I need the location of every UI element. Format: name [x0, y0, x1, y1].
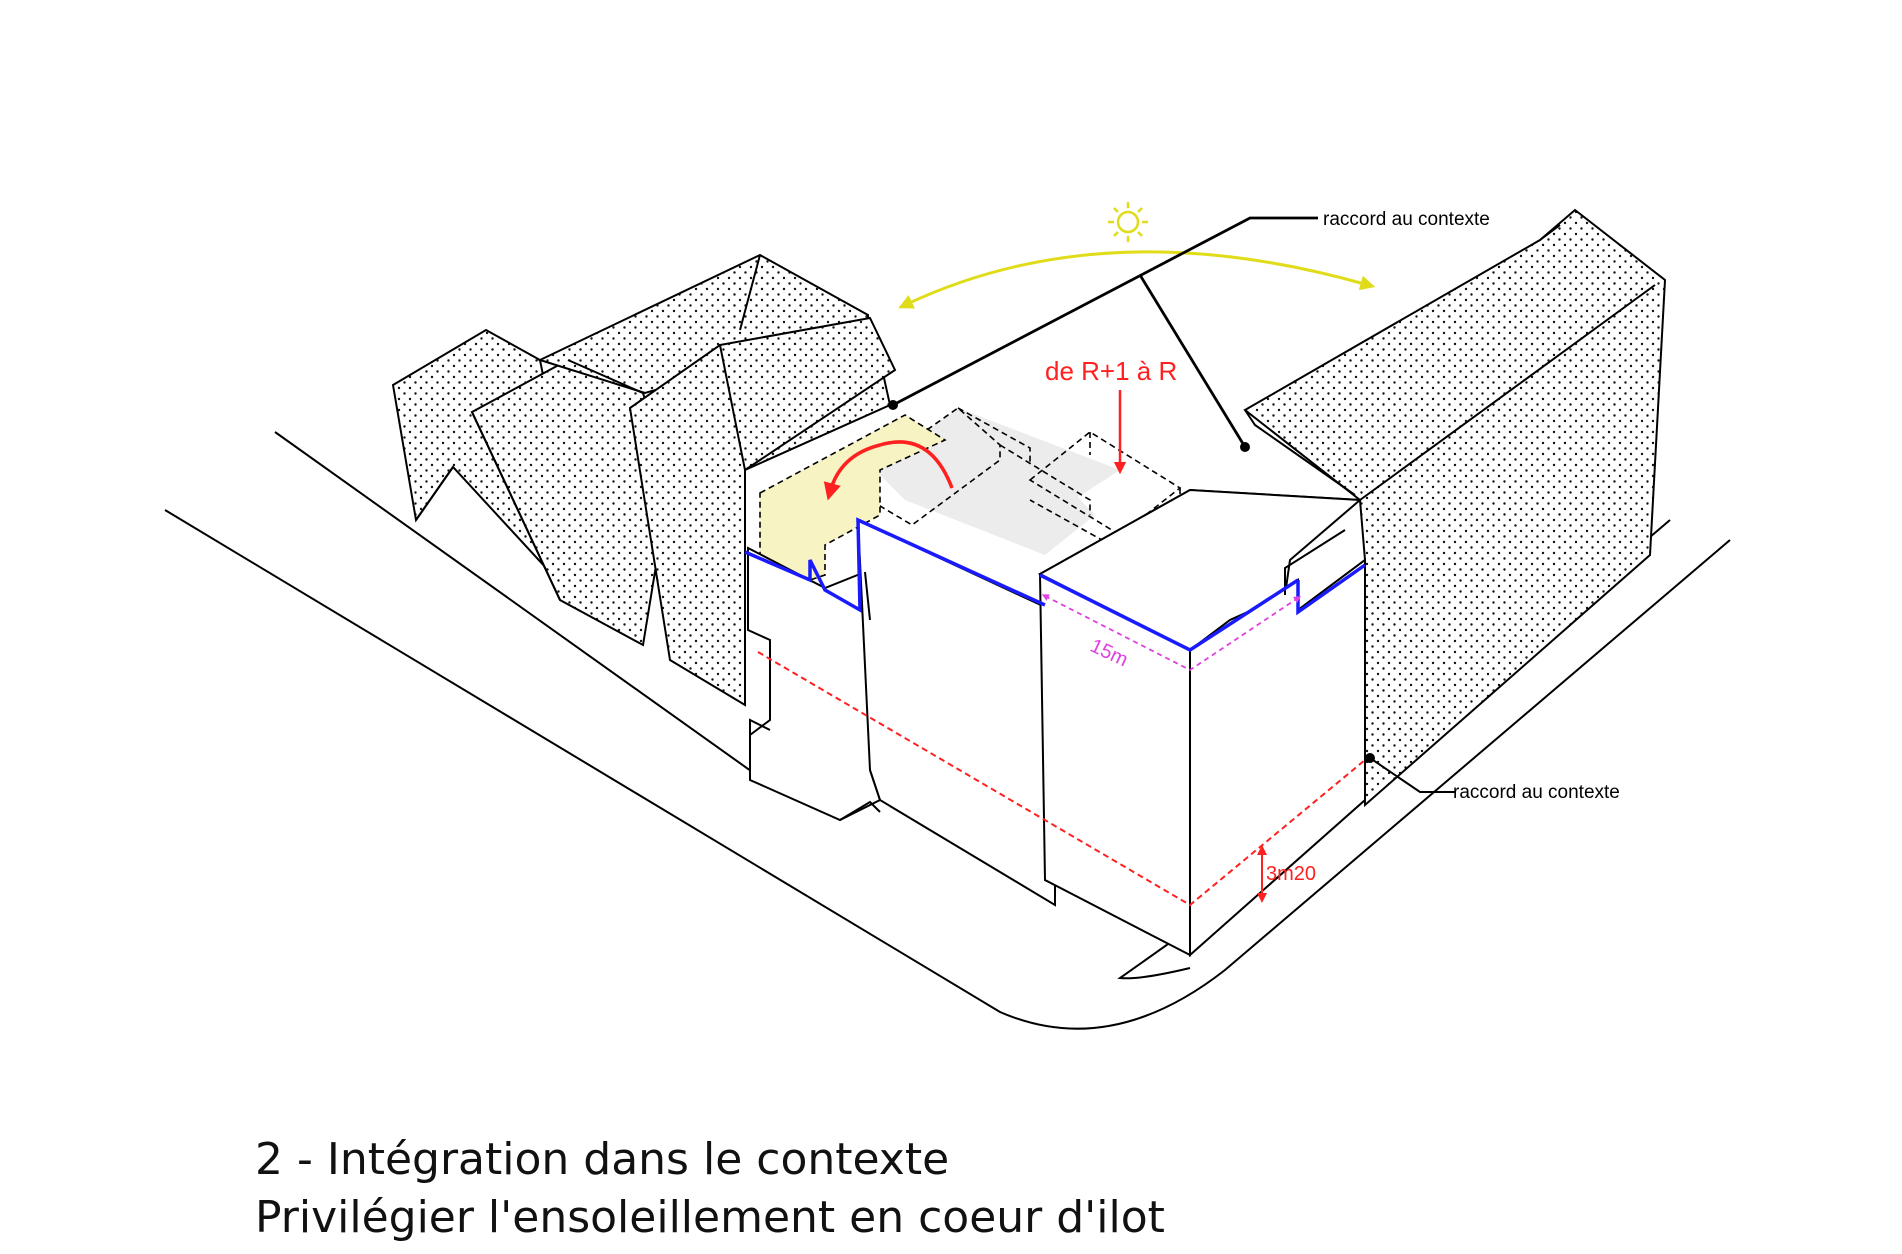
rotation-arrow — [823, 440, 954, 501]
block-b — [856, 518, 1056, 907]
leader-dot-left — [888, 400, 898, 410]
label-height-dim: 3m20 — [1266, 863, 1316, 885]
leader-lines — [892, 216, 1455, 793]
street-lines — [164, 431, 1731, 1030]
street-curb-corner — [1117, 519, 1671, 980]
caption-subtitle: Privilégier l'ensoleillement en coeur d'… — [255, 1192, 1165, 1243]
street-curb-inner — [274, 431, 759, 777]
sun-path-arc — [898, 250, 1376, 309]
leader-dot-bottom — [1365, 753, 1375, 763]
project-blocks — [747, 488, 1367, 958]
label-level-change: de R+1 à R — [1045, 356, 1177, 386]
height-dimension — [757, 651, 1366, 907]
label-raccord-bottom: raccord au contexte — [1453, 782, 1620, 803]
sun-icon — [1108, 202, 1148, 242]
caption-title: 2 - Intégration dans le contexte — [255, 1134, 950, 1185]
width-dimension — [1041, 594, 1301, 672]
leader-dot-right — [1240, 442, 1250, 452]
context-buildings-left — [391, 253, 897, 707]
street-curb-outer — [164, 509, 1731, 1030]
label-raccord-top: raccord au contexte — [1323, 209, 1490, 230]
